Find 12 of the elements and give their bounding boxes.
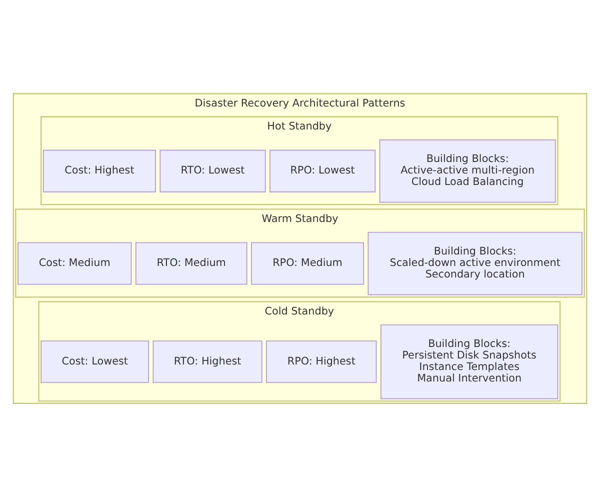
node-box: Cost: Highest [42,149,156,192]
node-box: RTO: Lowest [160,149,266,192]
node-box: RPO: Lowest [269,149,376,192]
node-box: Building Blocks: Persistent Disk Snapshots Instance Templates Manual Intervention [380,324,558,399]
node-box: Building Blocks: Active-active multi-region Cloud Load Balancing [379,138,556,202]
node-box: RTO: Medium [135,242,248,284]
node-box: Cost: Lowest [40,340,150,383]
node-box: Building Blocks: Scaled-down active environment Secondary location [368,231,582,295]
node-box: Cost: Medium [18,242,132,284]
node-box: RPO: Medium [251,242,364,284]
node-box: RTO: Highest [152,340,262,383]
node-box: RPO: Highest [266,340,377,383]
